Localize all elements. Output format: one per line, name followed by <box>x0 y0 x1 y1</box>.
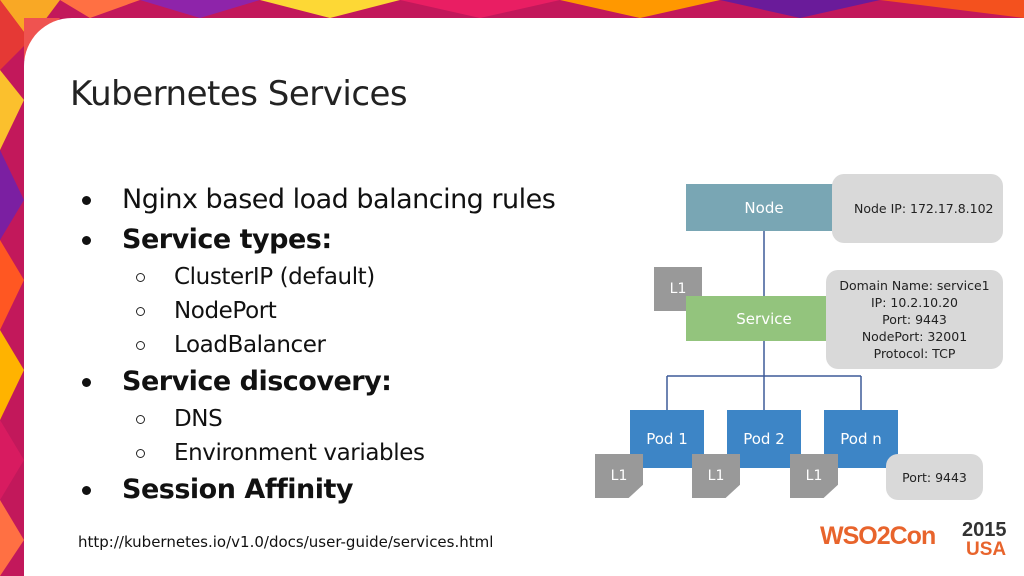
sub-bullet-ring <box>136 449 145 458</box>
pod-box-1: Pod 1 <box>630 410 704 468</box>
service-protocol-text: Protocol: TCP <box>873 346 956 361</box>
logo-year: 2015 <box>962 519 1007 541</box>
bullet-item: Nginx based load balancing rules <box>82 180 622 220</box>
sub-bullet-ring <box>136 307 145 316</box>
sub-bullet-text: DNS <box>174 406 223 432</box>
l1-tag: L1 <box>692 454 740 498</box>
bullet-text: Service types: <box>122 224 332 255</box>
logo-country: USA <box>966 539 1007 560</box>
reference-link[interactable]: http://kubernetes.io/v1.0/docs/user-guid… <box>78 533 494 551</box>
logo-brand: WSO2Con <box>820 522 936 550</box>
sub-bullet-item: Environment variables <box>82 436 622 470</box>
sub-bullet-text: LoadBalancer <box>174 332 326 358</box>
bullet-item: Service discovery: <box>82 362 622 402</box>
bullet-dot <box>82 378 91 387</box>
l1-tag: L1 <box>595 454 643 498</box>
sub-bullet-item: DNS <box>82 402 622 436</box>
sub-bullet-item: LoadBalancer <box>82 328 622 362</box>
service-info-callout: Domain Name: service1 IP: 10.2.10.20 Por… <box>826 270 1003 369</box>
bullet-item: Session Affinity <box>82 470 622 510</box>
sub-bullet-text: Environment variables <box>174 440 425 466</box>
pod-port-text: Port: 9443 <box>902 469 967 485</box>
service-nodeport-text: NodePort: 32001 <box>861 329 968 344</box>
service-port-text: Port: 9443 <box>882 312 947 327</box>
pod-port-callout: Port: 9443 <box>886 454 983 500</box>
sub-bullet-ring <box>136 415 145 424</box>
sub-bullet-item: ClusterIP (default) <box>82 260 622 294</box>
bullet-dot <box>82 196 91 205</box>
node-box: Node <box>686 184 842 231</box>
bullet-text: Session Affinity <box>122 474 353 505</box>
sub-bullet-text: NodePort <box>174 298 277 324</box>
sub-bullet-item: NodePort <box>82 294 622 328</box>
bullet-dot <box>82 236 91 245</box>
l1-tag: L1 <box>790 454 838 498</box>
sub-bullet-text: ClusterIP (default) <box>174 264 375 290</box>
node-ip-text: Node IP: 172.17.8.102 <box>854 201 994 216</box>
bullet-text: Nginx based load balancing rules <box>122 184 556 215</box>
sub-bullet-ring <box>136 273 145 282</box>
bullet-item: Service types: <box>82 220 622 260</box>
bullet-dot <box>82 486 91 495</box>
slide-title: Kubernetes Services <box>70 74 408 114</box>
node-info-callout: Node IP: 172.17.8.102 <box>832 174 1003 243</box>
bullet-text: Service discovery: <box>122 366 392 397</box>
service-domain-text: Domain Name: service1 <box>839 278 990 293</box>
service-box: Service <box>686 296 842 341</box>
service-ip-text: IP: 10.2.10.20 <box>871 295 958 310</box>
wso2con-logo: WSO2Con 2015 USA <box>820 519 1007 564</box>
sub-bullet-ring <box>136 341 145 350</box>
bullet-list: Nginx based load balancing rules Service… <box>82 180 622 510</box>
